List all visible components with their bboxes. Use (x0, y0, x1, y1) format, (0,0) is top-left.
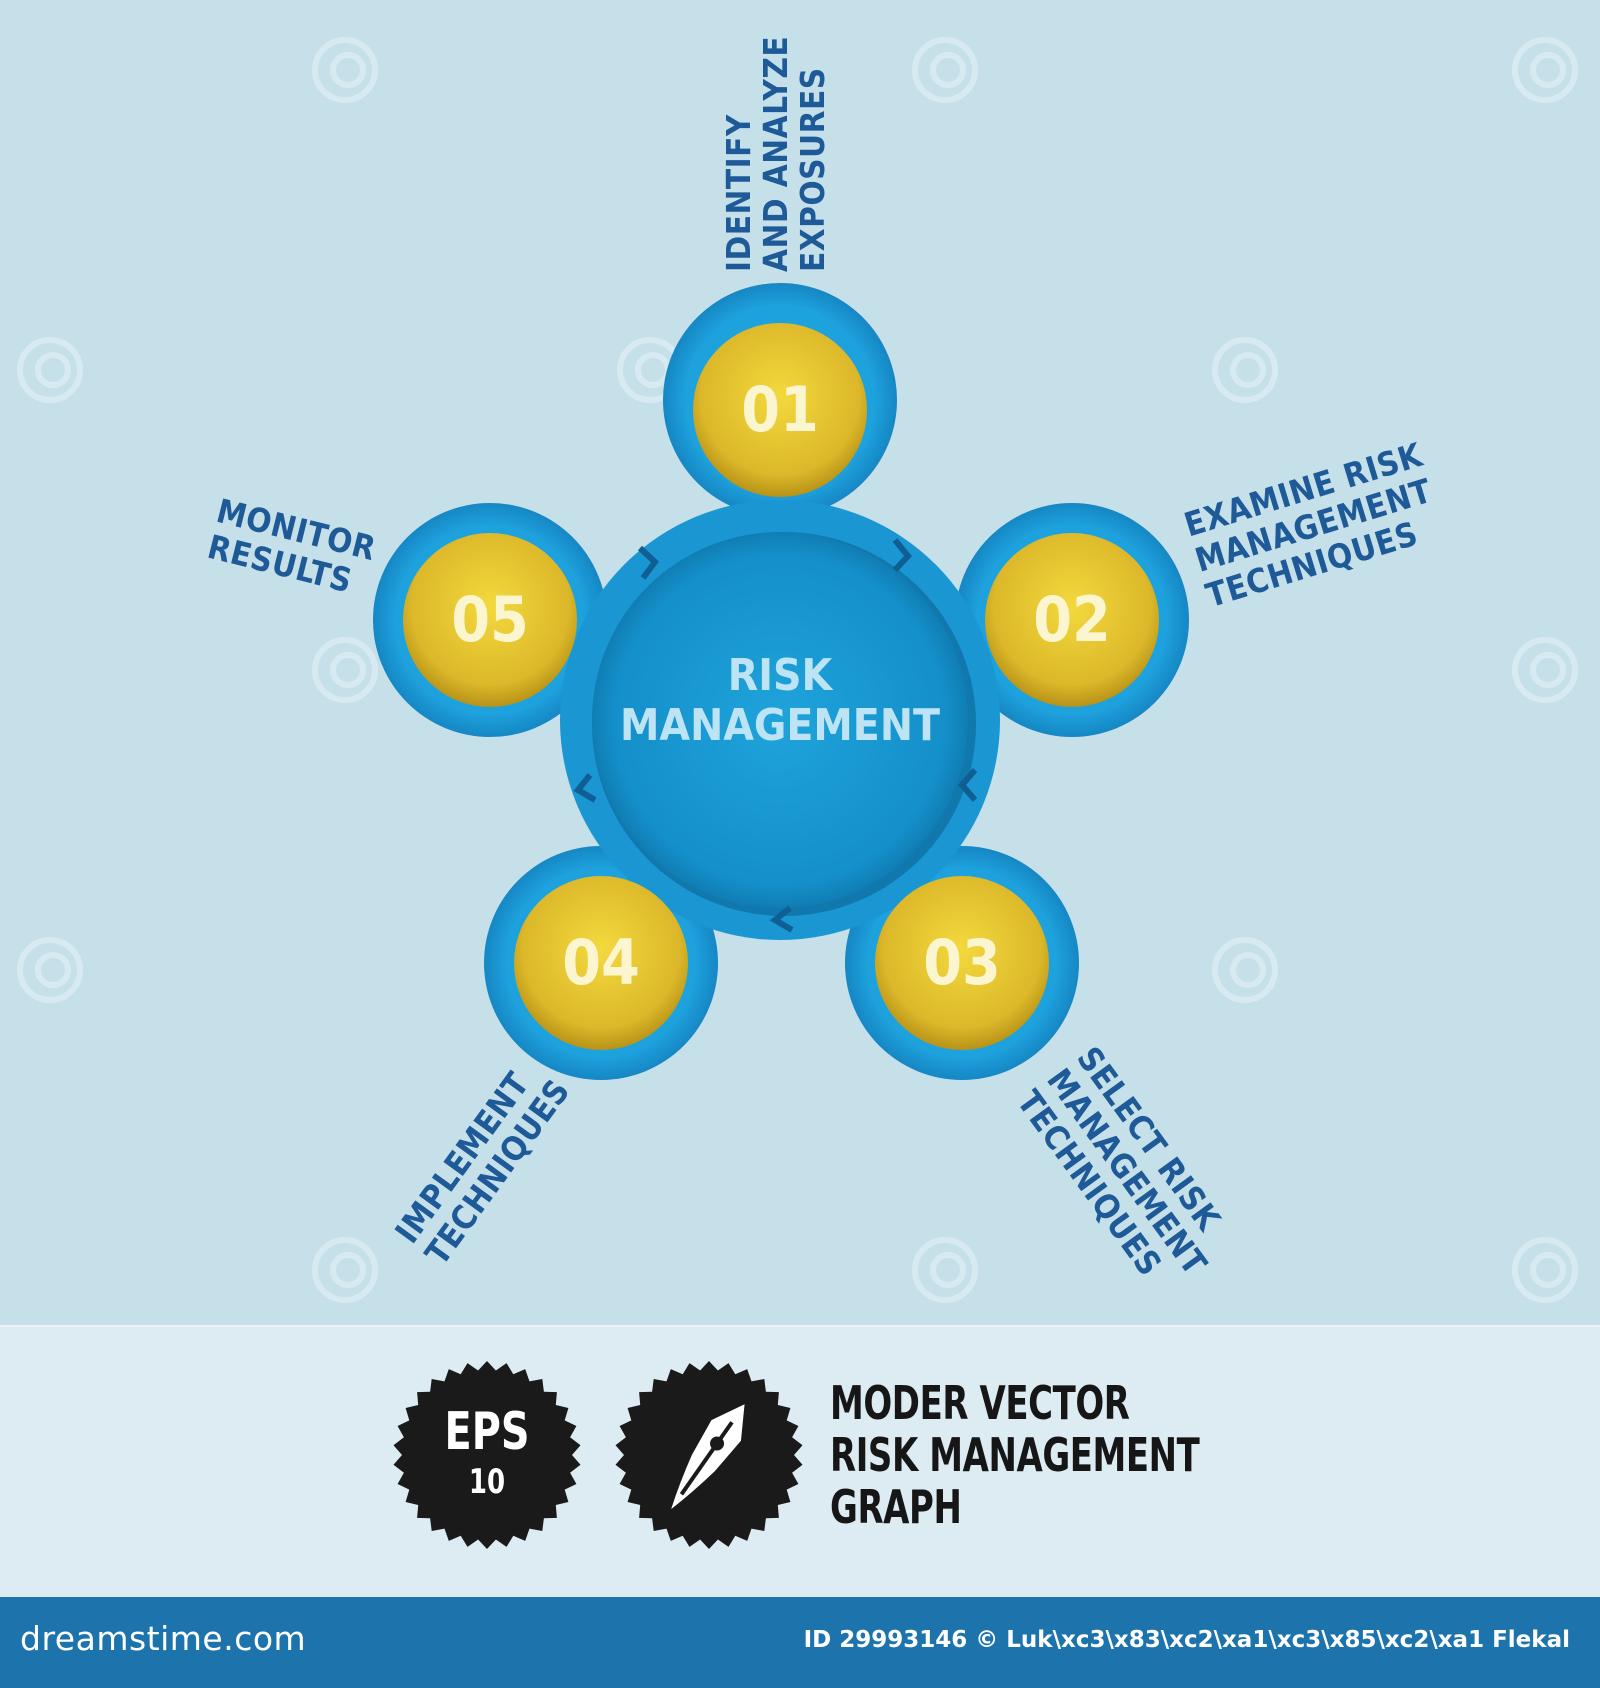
watermark-swirl (1512, 37, 1578, 103)
watermark-swirl (312, 1237, 378, 1303)
center-title: RISK MANAGEMENT (580, 652, 980, 752)
center-title-line1: RISK (727, 650, 833, 701)
diagram-graphic (17, 37, 1578, 1303)
watermark-swirl (912, 1237, 978, 1303)
footer-bar: dreamstime.com ID 29993146 © Luk\xc3\x83… (0, 1597, 1600, 1688)
watermark-swirl (1512, 637, 1578, 703)
node-circle-03 (875, 876, 1049, 1050)
pen-badge (615, 1361, 803, 1549)
watermark-swirl (912, 37, 978, 103)
step-label-01: IDENTIFY AND ANALYZE EXPOSURES (719, 35, 832, 272)
step-label-01-line3: EXPOSURES (793, 67, 832, 272)
caption-line3: GRAPH (830, 1480, 962, 1534)
watermark-swirl (1212, 937, 1278, 1003)
node-circle-05 (403, 533, 577, 707)
chevron-arrows (573, 538, 978, 933)
caption-line1: MODER VECTOR (830, 1376, 1130, 1430)
node-circle-01 (693, 323, 867, 497)
caption: MODER VECTOR RISK MANAGEMENT GRAPH (830, 1376, 1200, 1534)
step-number-05: 05 (451, 583, 529, 656)
step-number-01: 01 (741, 373, 819, 446)
step-number-03: 03 (923, 926, 1001, 999)
step-label-01-line2: AND ANALYZE (756, 35, 795, 272)
footer-id: ID 29993146 © Luk\xc3\x83\xc2\xa1\xc3\x8… (803, 1627, 1570, 1653)
bottom-panel: EPS 10 MODER VECTOR RISK MANAGEMENT GRAP… (0, 1325, 1600, 1599)
eps-badge (393, 1361, 581, 1549)
watermark-swirl (17, 937, 83, 1003)
watermark-swirl (312, 37, 378, 103)
diagram-area: 01 02 03 04 05 RISK MANAGEMENT IDENTIFY … (17, 35, 1578, 1303)
step-number-04: 04 (562, 926, 640, 999)
eps-badge-seal (393, 1361, 581, 1549)
eps-badge-label: EPS (444, 1402, 530, 1462)
eps-badge-version: 10 (468, 1462, 506, 1502)
center-title-line2: MANAGEMENT (620, 700, 940, 751)
node-circle-02 (985, 533, 1159, 707)
footer-brand: dreamstime.com (20, 1619, 307, 1658)
caption-line2: RISK MANAGEMENT (830, 1428, 1200, 1482)
watermark-swirl (17, 337, 83, 403)
step-number-02: 02 (1033, 583, 1111, 656)
watermark-swirl (312, 637, 378, 703)
step-label-01-line1: IDENTIFY (719, 114, 758, 272)
pen-nib-icon (671, 1404, 745, 1510)
watermark-swirl (1512, 1237, 1578, 1303)
hub-core (592, 532, 968, 908)
node-circle-04 (514, 876, 688, 1050)
watermark-swirl (1212, 337, 1278, 403)
